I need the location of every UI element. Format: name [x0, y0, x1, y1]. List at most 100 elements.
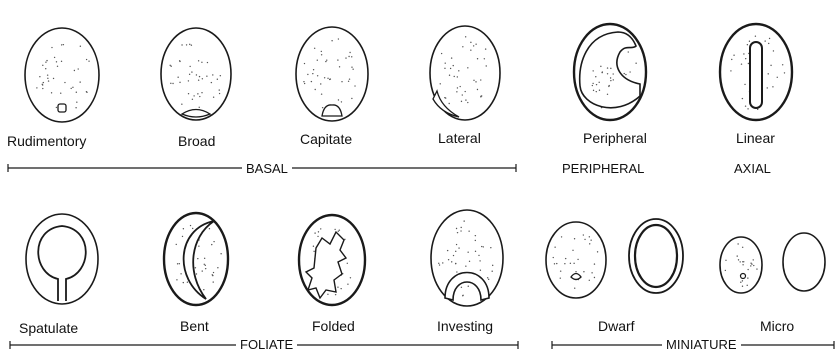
- stipple-dot: [590, 239, 591, 240]
- stipple-dot: [311, 81, 312, 82]
- stipple-dot: [448, 259, 449, 260]
- stipple-dot: [337, 59, 338, 60]
- stipple-dot: [190, 225, 191, 226]
- stipple-dot: [76, 101, 77, 102]
- stipple-dot: [731, 59, 732, 60]
- label-linear: Linear: [736, 130, 775, 146]
- seed-micro: [720, 233, 825, 293]
- stipple-dot: [193, 95, 194, 96]
- stipple-dot: [177, 263, 178, 264]
- stipple-dot: [470, 42, 471, 43]
- stipple-dot: [318, 231, 319, 232]
- stipple-dot: [314, 232, 315, 233]
- stipple-dot: [635, 63, 636, 64]
- stipple-dot: [338, 99, 339, 100]
- stipple-dot: [625, 74, 626, 75]
- stipple-dot: [335, 294, 336, 295]
- stipple-dot: [565, 258, 566, 259]
- stipple-dot: [78, 68, 79, 69]
- stipple-dot: [479, 260, 480, 261]
- stipple-dot: [313, 246, 314, 247]
- stipple-dot: [749, 41, 750, 42]
- label-micro: Micro: [760, 318, 794, 334]
- stipple-dot: [475, 44, 476, 45]
- seed-linear: [720, 24, 792, 120]
- group-axial: AXIAL: [730, 161, 775, 177]
- stipple-dot: [196, 74, 197, 75]
- stipple-dot: [456, 244, 457, 245]
- stipple-dot: [220, 75, 221, 76]
- stipple-dot: [352, 69, 353, 70]
- stipple-dot: [607, 73, 608, 74]
- stipple-dot: [473, 45, 474, 46]
- label-lateral: Lateral: [438, 130, 481, 146]
- stipple-dot: [459, 86, 460, 87]
- stipple-dot: [213, 272, 214, 273]
- stipple-dot: [313, 69, 314, 70]
- stipple-dot: [39, 76, 40, 77]
- stipple-dot: [329, 79, 330, 80]
- seed-capitate: [296, 27, 368, 121]
- stipple-dot: [320, 83, 321, 84]
- stipple-dot: [464, 91, 465, 92]
- stipple-dot: [767, 87, 768, 88]
- seed-dwarf: [546, 219, 683, 298]
- label-rudimentory: Rudimentory: [7, 133, 86, 149]
- stipple-dot: [492, 265, 493, 266]
- label-investing: Investing: [437, 318, 493, 334]
- stipple-dot: [745, 105, 746, 106]
- stipple-dot: [477, 58, 478, 59]
- stipple-dot: [461, 101, 462, 102]
- stipple-dot: [556, 263, 557, 264]
- stipple-dot: [51, 47, 52, 48]
- stipple-dot: [211, 244, 212, 245]
- group-miniature: MINIATURE: [662, 337, 741, 353]
- stipple-dot: [741, 63, 742, 64]
- stipple-dot: [317, 236, 318, 237]
- stipple-dot: [725, 260, 726, 261]
- stipple-dot: [738, 259, 739, 260]
- stipple-dot: [455, 251, 456, 252]
- stipple-dot: [315, 89, 316, 90]
- stipple-dot: [481, 246, 482, 247]
- stipple-dot: [439, 264, 440, 265]
- embryo-linear: [750, 42, 762, 108]
- stipple-dot: [475, 240, 476, 241]
- stipple-dot: [770, 65, 771, 66]
- stipple-dot: [199, 107, 200, 108]
- stipple-dot: [213, 96, 214, 97]
- stipple-dot: [347, 284, 348, 285]
- stipple-dot: [768, 43, 769, 44]
- stipple-dot: [176, 244, 177, 245]
- stipple-dot: [191, 45, 192, 46]
- stipple-dot: [321, 51, 322, 52]
- seed-outline: [431, 210, 503, 306]
- stipple-dot: [596, 91, 597, 92]
- group-foliate: FOLIATE: [236, 337, 297, 353]
- stipple-dot: [327, 294, 328, 295]
- stipple-dot: [202, 270, 203, 271]
- stipple-dot: [593, 90, 594, 91]
- stipple-dot: [189, 66, 190, 67]
- stipple-dot: [592, 83, 593, 84]
- stipple-dot: [748, 63, 749, 64]
- stipple-dot: [192, 99, 193, 100]
- stipple-dot: [467, 102, 468, 103]
- stipple-dot: [53, 78, 54, 79]
- stipple-dot: [60, 93, 61, 94]
- stipple-dot: [321, 54, 322, 55]
- stipple-dot: [180, 273, 181, 274]
- stipple-dot: [350, 277, 351, 278]
- stipple-dot: [317, 59, 318, 60]
- stipple-dot: [337, 286, 338, 287]
- stipple-dot: [600, 66, 601, 67]
- stipple-dot: [592, 85, 593, 86]
- stipple-dot: [331, 40, 332, 41]
- stipple-dot: [480, 96, 481, 97]
- stipple-dot: [485, 48, 486, 49]
- stipple-dot: [209, 228, 210, 229]
- stipple-dot: [575, 271, 576, 272]
- stipple-dot: [742, 264, 743, 265]
- seed-broad: [161, 28, 231, 120]
- stipple-dot: [595, 76, 596, 77]
